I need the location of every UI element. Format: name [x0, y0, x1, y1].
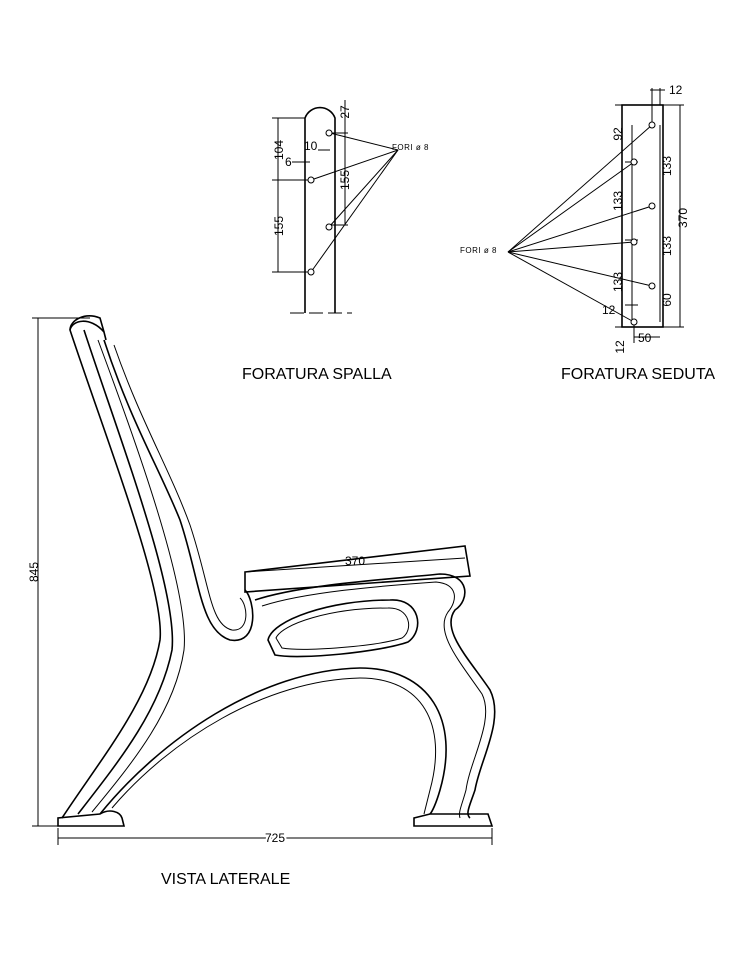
seat-dim: 370 [345, 554, 365, 568]
spalla-detail: 27 104 10 6 155 155 FORI ø 8 FORATURA SP… [242, 100, 429, 383]
spalla-dim-6: 6 [285, 155, 292, 169]
spalla-dim-27: 27 [338, 105, 352, 119]
spalla-hole-label: FORI ø 8 [392, 143, 429, 152]
spalla-dim-104: 104 [272, 140, 286, 160]
seduta-caption: FORATURA SEDUTA [561, 366, 715, 383]
length-dim: 725 [265, 831, 285, 845]
spalla-dim-10: 10 [304, 139, 318, 153]
seduta-dim-133-left-a: 133 [611, 191, 625, 211]
seduta-dim-133-left-b: 133 [611, 272, 625, 292]
spalla-caption: FORATURA SPALLA [242, 366, 392, 383]
seduta-dim-60: 60 [660, 293, 674, 307]
spalla-dim-155-right: 155 [338, 170, 352, 190]
seduta-dim-92: 92 [611, 127, 625, 141]
height-dim: 845 [27, 562, 41, 582]
laterale-caption: VISTA LATERALE [161, 871, 290, 888]
seduta-dim-12-mid: 12 [602, 303, 616, 317]
seduta-detail: 12 92 133 133 133 133 370 60 12 12 50 FO… [460, 83, 715, 383]
seduta-dim-133-right-a: 133 [660, 156, 674, 176]
seduta-dim-12-top: 12 [669, 83, 683, 97]
spalla-dim-155-left: 155 [272, 216, 286, 236]
seduta-dim-50: 50 [638, 331, 652, 345]
seduta-dim-133-right-b: 133 [660, 236, 674, 256]
laterale-view: 845 725 370 VISTA LATERALE [27, 315, 496, 888]
seduta-dim-370: 370 [676, 208, 690, 228]
seduta-hole-label: FORI ø 8 [460, 246, 497, 255]
seduta-dim-12-bottom: 12 [613, 340, 627, 354]
